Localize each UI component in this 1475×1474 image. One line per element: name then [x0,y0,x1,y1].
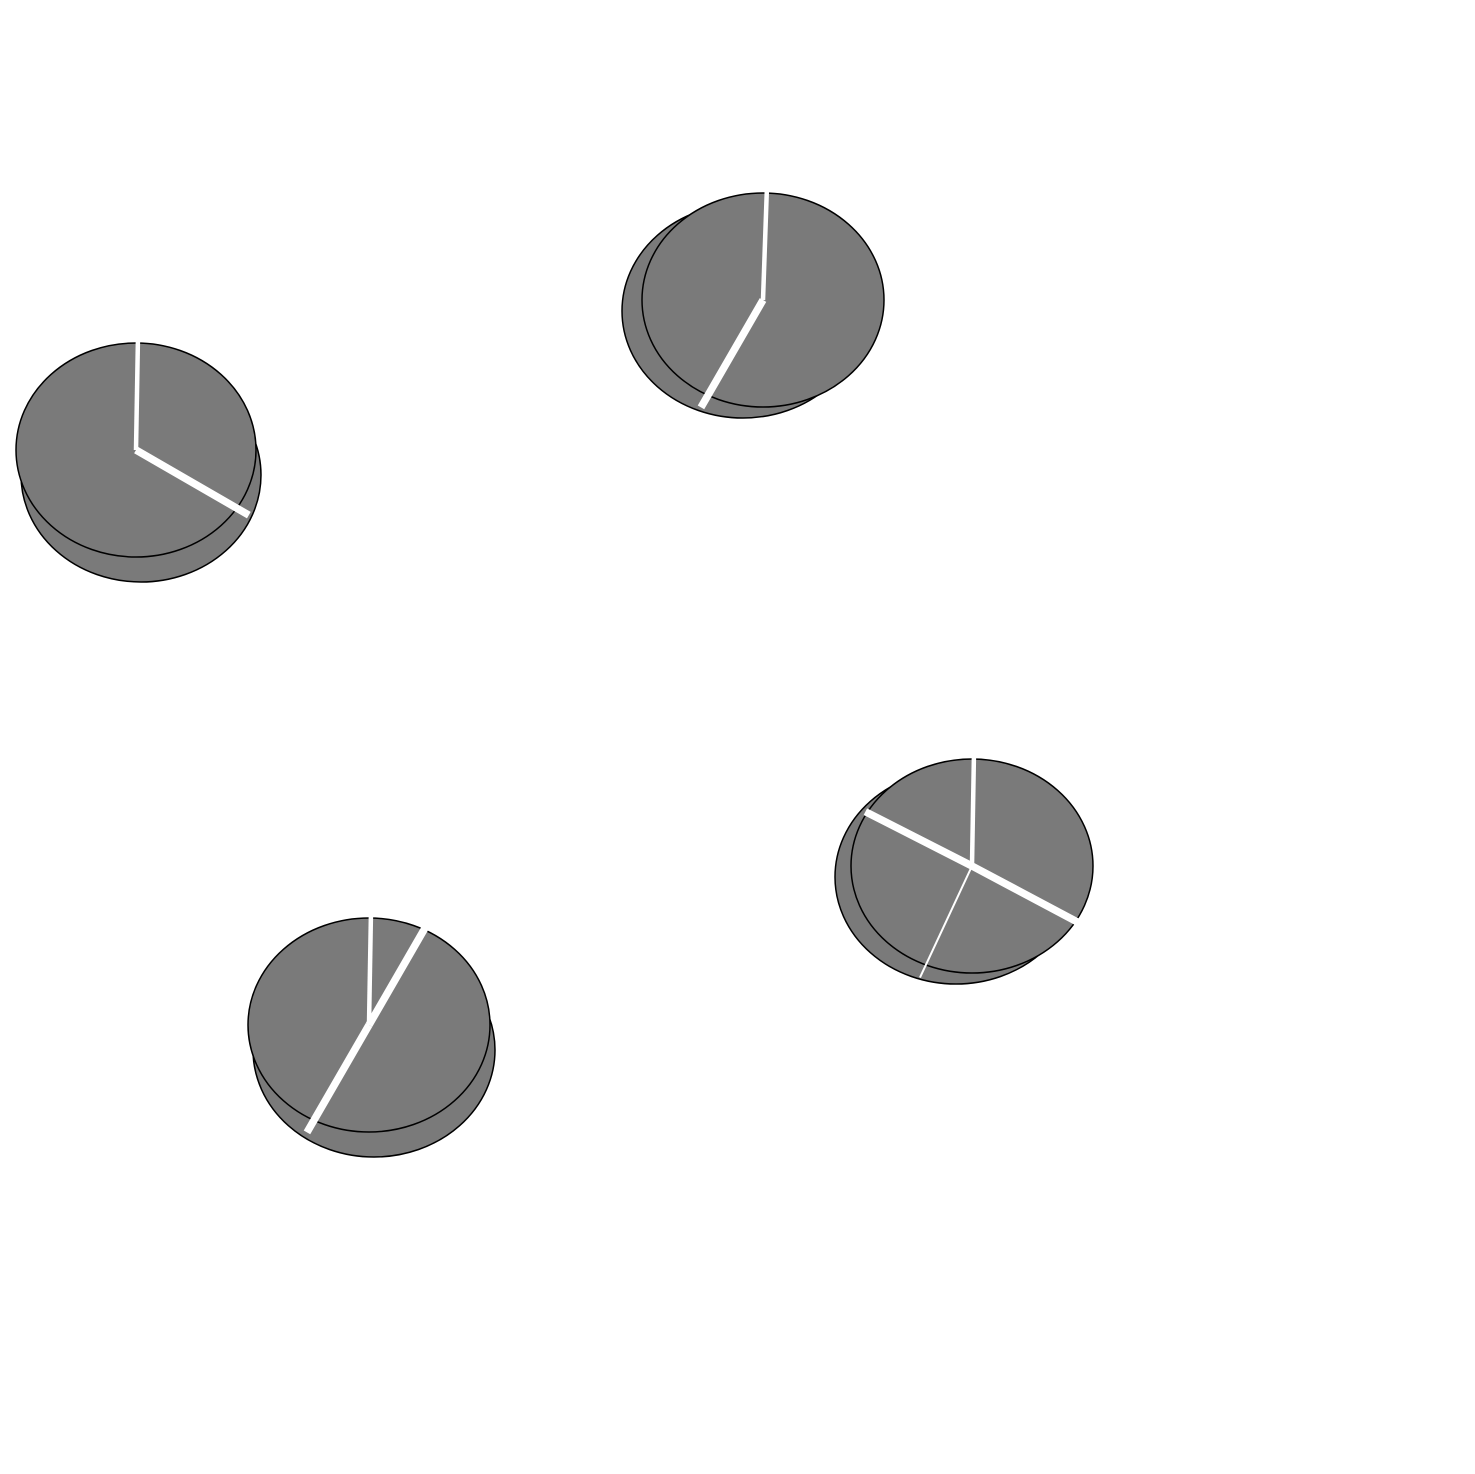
cut-line [969,756,977,867]
disc-top-center [621,190,885,419]
cut-line [366,915,374,1026]
cut-line [919,865,973,979]
cut-line [133,340,141,451]
cut-line [134,446,251,519]
cut-line [760,190,770,301]
disc-bottom-right [834,756,1094,985]
disc-top-left [15,340,262,583]
cut-line [863,808,974,870]
disc-bottom-left [247,915,496,1158]
cut-line [365,926,429,1027]
cut-line [970,862,1090,932]
cut-line [697,298,767,410]
cut-line [303,1023,373,1135]
